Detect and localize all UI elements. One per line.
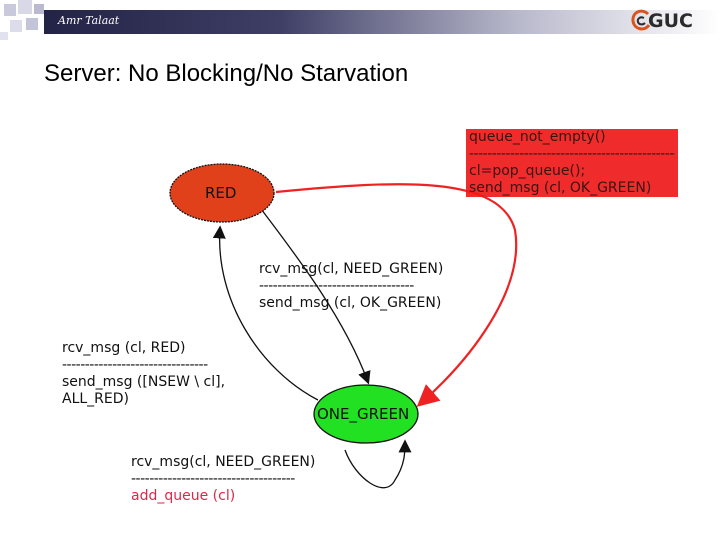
header-square-decoration bbox=[26, 18, 38, 30]
transition-arrow-self-loop bbox=[344, 439, 412, 489]
transition-divider: ------------------------------------ bbox=[131, 471, 295, 487]
transition-label-red-received: rcv_msg (cl, RED) ----------------------… bbox=[62, 340, 244, 408]
slide-header: Amr Talaat GUC bbox=[0, 0, 720, 40]
state-red-label: RED bbox=[205, 184, 237, 202]
transition-divider: -------------------------------- bbox=[62, 357, 208, 373]
transition-action: send_msg (cl, OK_GREEN) bbox=[259, 295, 442, 311]
state-one-green-label: ONE_GREEN bbox=[317, 405, 410, 423]
header-square-decoration bbox=[4, 4, 16, 16]
logo-text: GUC bbox=[648, 10, 693, 32]
transition-action: send_msg ([NSEW \ cl], bbox=[62, 374, 226, 390]
header-square-decoration bbox=[18, 0, 32, 14]
transition-divider: ---------------------------------- bbox=[259, 278, 414, 294]
logo-swirl-icon bbox=[631, 9, 651, 31]
state-red-node bbox=[169, 163, 275, 223]
header-square-decoration bbox=[10, 20, 22, 32]
transition-condition: queue_not_empty() bbox=[469, 129, 606, 145]
transition-action: send_msg (cl, OK_GREEN) bbox=[469, 180, 652, 196]
queue-pop-highlight-box: queue_not_empty() ----------------------… bbox=[466, 129, 678, 197]
header-gradient-band bbox=[44, 10, 720, 34]
transition-action: ALL_RED) bbox=[62, 391, 129, 407]
transition-action: add_queue (cl) bbox=[131, 488, 236, 504]
header-square-decoration bbox=[0, 32, 8, 40]
state-one-green-node bbox=[313, 384, 419, 444]
transition-condition: rcv_msg(cl, NEED_GREEN) bbox=[131, 454, 316, 470]
page-title: Server: No Blocking/No Starvation bbox=[44, 60, 409, 87]
transition-condition: rcv_msg (cl, RED) bbox=[62, 340, 186, 356]
transition-arrow-red-received bbox=[212, 225, 319, 401]
transition-label-queue-pop: queue_not_empty() ----------------------… bbox=[469, 129, 675, 197]
transition-label-self-loop: rcv_msg(cl, NEED_GREEN) ----------------… bbox=[131, 454, 341, 505]
author-name: Amr Talaat bbox=[58, 14, 120, 27]
transition-arrow-need-green bbox=[257, 204, 371, 385]
transition-arrow-queue-pop bbox=[275, 183, 518, 407]
transition-label-need-green: rcv_msg(cl, NEED_GREEN) ----------------… bbox=[259, 261, 453, 312]
header-square-decoration bbox=[34, 4, 44, 14]
guc-logo: GUC bbox=[630, 8, 702, 34]
transition-condition: rcv_msg(cl, NEED_GREEN) bbox=[259, 261, 444, 277]
transition-action: cl=pop_queue(); bbox=[469, 163, 586, 179]
transition-divider: ----------------------------------------… bbox=[469, 146, 675, 162]
